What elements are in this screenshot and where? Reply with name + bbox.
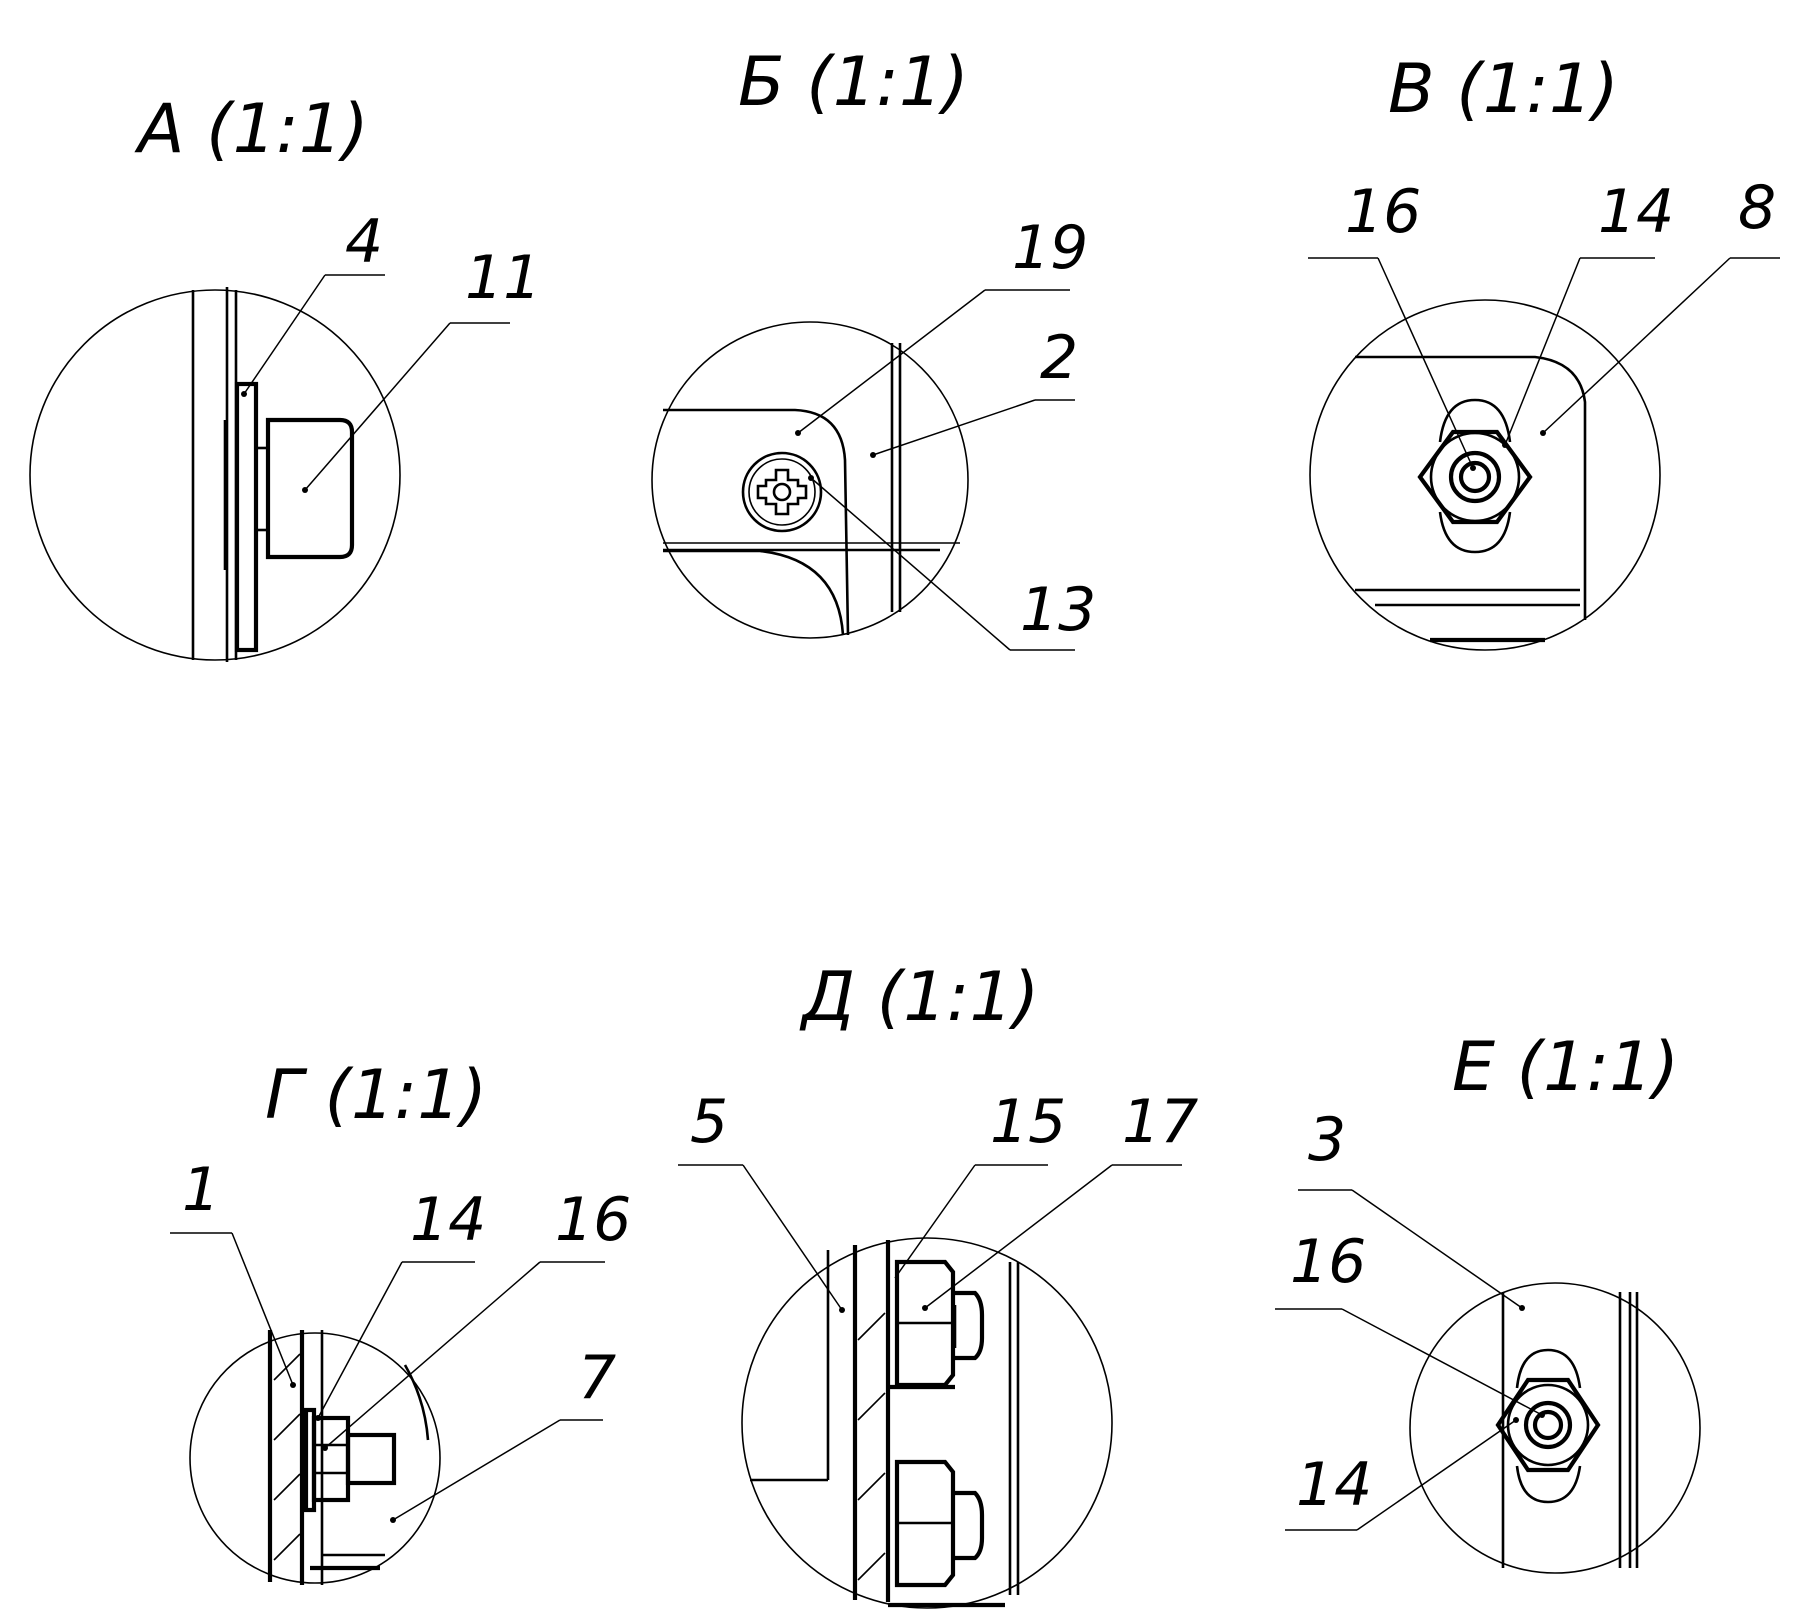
detail-g-title: Г (1:1) xyxy=(265,1056,487,1135)
detail-e-callout-14: 14 xyxy=(1296,1450,1372,1520)
detail-b-circle xyxy=(651,321,969,639)
detail-v-geometry xyxy=(1355,355,1587,643)
detail-d-callout-17: 17 xyxy=(1122,1087,1198,1157)
detail-v: В (1:1) 16 14 8 xyxy=(1308,50,1780,651)
detail-g-geometry xyxy=(267,1330,430,1585)
detail-g-leaders xyxy=(170,1232,605,1523)
detail-e-callout-3: 3 xyxy=(1308,1105,1346,1175)
detail-a-leaders xyxy=(241,274,510,493)
detail-g: Г (1:1) xyxy=(170,1056,631,1585)
detail-d-leaders xyxy=(678,1164,1182,1313)
detail-v-title: В (1:1) xyxy=(1388,50,1619,129)
detail-g-callout-7: 7 xyxy=(578,1343,616,1413)
detail-b-callout-13: 13 xyxy=(1020,575,1096,645)
detail-a-callout-11: 11 xyxy=(465,243,541,313)
detail-g-callout-1: 1 xyxy=(182,1155,220,1225)
detail-b-title: Б (1:1) xyxy=(738,43,969,122)
detail-e-callout-16: 16 xyxy=(1290,1227,1366,1297)
detail-e-geometry xyxy=(1495,1292,1639,1568)
detail-a-circle xyxy=(29,289,401,661)
detail-v-circle xyxy=(1309,299,1661,651)
detail-v-callout-8: 8 xyxy=(1738,173,1776,243)
detail-a-geometry xyxy=(191,287,355,662)
detail-d-geometry xyxy=(750,1240,1020,1608)
detail-v-callout-16: 16 xyxy=(1345,177,1421,247)
detail-b-callout-2: 2 xyxy=(1040,323,1078,393)
detail-a-callout-4: 4 xyxy=(345,207,383,277)
detail-d: Д (1:1) xyxy=(678,958,1198,1609)
detail-a: А (1:1) 4 11 xyxy=(29,90,541,662)
detail-b: Б (1:1) 19 2 13 xyxy=(651,43,1096,651)
detail-b-geometry xyxy=(663,343,960,636)
detail-e: Е (1:1) 3 16 14 xyxy=(1275,1028,1701,1574)
detail-v-callout-14: 14 xyxy=(1598,177,1674,247)
detail-d-circle xyxy=(741,1237,1113,1609)
detail-a-title: А (1:1) xyxy=(134,90,369,169)
detail-g-circle xyxy=(189,1332,441,1584)
detail-d-title: Д (1:1) xyxy=(799,958,1039,1037)
detail-g-callout-16: 16 xyxy=(555,1185,631,1255)
detail-b-leaders xyxy=(795,289,1075,651)
detail-g-callout-14: 14 xyxy=(410,1185,486,1255)
detail-e-title: Е (1:1) xyxy=(1452,1028,1679,1107)
detail-d-callout-15: 15 xyxy=(990,1087,1066,1157)
detail-d-callout-5: 5 xyxy=(690,1087,728,1157)
detail-e-circle xyxy=(1409,1282,1701,1574)
detail-e-leaders xyxy=(1275,1189,1545,1531)
detail-b-callout-19: 19 xyxy=(1012,213,1088,283)
detail-v-leaders xyxy=(1308,257,1780,471)
